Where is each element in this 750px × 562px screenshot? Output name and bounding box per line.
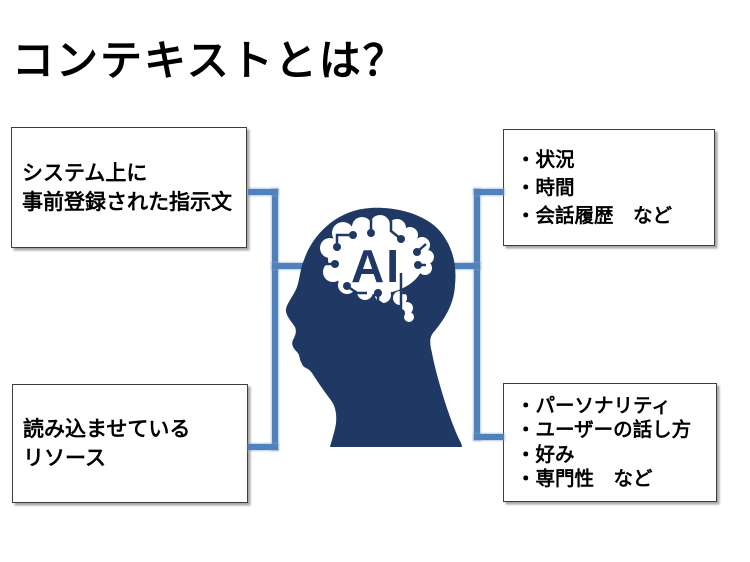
connector-left-bottom-stub — [248, 444, 278, 450]
bullet-expertise: ・専門性 など — [516, 468, 653, 490]
box-loaded-resources-line2: リソース — [23, 446, 106, 470]
ai-head-icon: AI — [285, 207, 462, 447]
box-situation-list: ・状況 ・時間 ・会話履歴 など — [503, 129, 715, 246]
bullet-time: ・時間 — [516, 176, 575, 199]
connector-right-top-stub — [474, 189, 504, 195]
connector-left-spine — [272, 189, 278, 450]
bullet-personality: ・パーソナリティ — [516, 394, 671, 417]
bullet-situation: ・状況 — [516, 148, 575, 171]
bullet-speaking-style: ・ユーザーの話し方 — [516, 419, 692, 441]
box-loaded-resources: 読み込ませている リソース — [12, 384, 248, 503]
ai-label: AI — [351, 240, 401, 292]
box-system-instructions-line2: 事前登録された指示文 — [22, 190, 232, 214]
bullet-conversation-history: ・会話履歴 など — [516, 204, 673, 227]
box-loaded-resources-line1: 読み込ませている — [23, 417, 191, 441]
connector-left-mid-stub — [272, 263, 304, 269]
bullet-preferences: ・好み — [516, 443, 575, 466]
connector-right-spine — [474, 189, 480, 440]
box-user-traits-list: ・パーソナリティ ・ユーザーの話し方 ・好み ・専門性 など — [503, 383, 717, 502]
connector-right-bottom-stub — [474, 434, 504, 440]
circuit-nodes — [331, 229, 422, 317]
box-system-instructions: システム上に 事前登録された指示文 — [11, 127, 247, 248]
connector-right-mid-stub — [448, 263, 480, 269]
connector-left-top-stub — [248, 189, 278, 195]
slide-title: コンテキストとは？ — [12, 37, 407, 84]
box-system-instructions-line1: システム上に — [22, 161, 148, 185]
